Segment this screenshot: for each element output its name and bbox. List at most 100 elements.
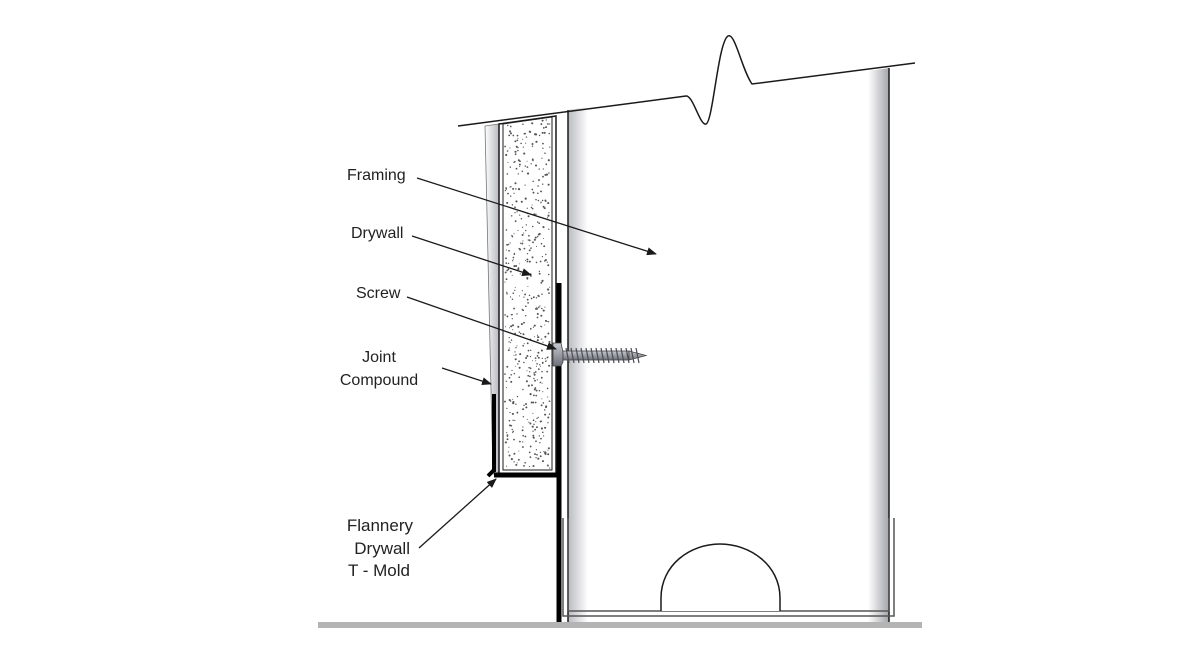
drywall-speck bbox=[532, 464, 535, 468]
drywall-speck bbox=[526, 277, 529, 280]
drywall-speck bbox=[505, 187, 507, 189]
drywall-speck bbox=[547, 447, 550, 450]
drywall-speck bbox=[526, 160, 528, 162]
drywall-speck bbox=[531, 425, 534, 428]
drywall-speck bbox=[547, 321, 550, 323]
drywall-speck bbox=[532, 401, 535, 404]
drywall-speck bbox=[544, 426, 547, 429]
drywall-speck bbox=[511, 298, 514, 300]
drywall-speck bbox=[542, 237, 545, 239]
drywall-speck bbox=[541, 370, 543, 373]
drywall-speck bbox=[541, 293, 543, 296]
screw bbox=[552, 342, 648, 367]
drywall-speck bbox=[512, 259, 514, 261]
drywall-speck bbox=[508, 341, 510, 343]
drywall-speck bbox=[535, 394, 538, 397]
drywall-speck bbox=[530, 163, 532, 165]
drywall-speck bbox=[536, 306, 538, 308]
drywall-speck bbox=[516, 395, 519, 398]
drywall-speck bbox=[506, 292, 508, 295]
drywall-speck bbox=[538, 168, 540, 170]
drywall-speck bbox=[523, 232, 525, 234]
drywall-speck bbox=[508, 134, 511, 137]
drywall-speck bbox=[536, 312, 539, 316]
drywall-speck bbox=[541, 361, 544, 364]
drywall-speck bbox=[512, 401, 515, 404]
drywall-speck bbox=[514, 332, 516, 335]
drywall-speck bbox=[527, 302, 529, 304]
drywall-speck bbox=[533, 326, 535, 328]
drywall-speck bbox=[547, 396, 549, 398]
drywall-speck bbox=[504, 400, 506, 403]
drywall-speck bbox=[549, 146, 551, 148]
drywall-speck bbox=[542, 142, 544, 145]
drywall-speck bbox=[537, 199, 540, 202]
drywall-speck bbox=[519, 214, 521, 216]
drywall-speck bbox=[516, 345, 518, 347]
drywall-speck bbox=[544, 358, 546, 360]
drywall-speck bbox=[508, 376, 511, 379]
drywall-speck bbox=[537, 351, 540, 354]
drywall-leader-arrow bbox=[411, 235, 532, 276]
drywall-speck bbox=[530, 247, 532, 249]
drywall-speck bbox=[535, 421, 537, 423]
drywall-speck bbox=[508, 419, 511, 422]
drywall-speck bbox=[528, 260, 531, 263]
drywall-speck bbox=[504, 145, 506, 148]
drywall-speck bbox=[524, 314, 527, 317]
drywall-speck bbox=[520, 142, 522, 145]
drywall-speck bbox=[512, 419, 514, 421]
drywall-speck bbox=[531, 207, 534, 210]
drywall-speck bbox=[529, 456, 532, 459]
screw-label: Screw bbox=[356, 285, 401, 302]
drywall-speck bbox=[527, 285, 529, 288]
drywall-speck bbox=[538, 134, 541, 137]
drywall-speck bbox=[515, 188, 517, 190]
drywall-speck bbox=[533, 336, 536, 338]
drywall-speck bbox=[517, 149, 519, 152]
drywall-speck bbox=[520, 200, 523, 203]
drywall-speck bbox=[523, 296, 525, 298]
screw-thread bbox=[585, 347, 590, 364]
drywall-speck bbox=[512, 187, 515, 190]
drywall-speck bbox=[512, 256, 515, 259]
drywall-speck bbox=[536, 363, 538, 365]
drywall-speck bbox=[506, 201, 509, 204]
drywall-speck bbox=[509, 242, 511, 244]
drywall-speck bbox=[536, 221, 539, 223]
drywall-speck bbox=[518, 295, 520, 297]
drywall-speck bbox=[547, 217, 549, 219]
drywall-speck bbox=[538, 270, 541, 273]
screw-thread bbox=[630, 347, 635, 364]
drywall-speck bbox=[523, 361, 525, 364]
drywall-speck bbox=[520, 323, 523, 326]
drywall-speck bbox=[546, 320, 548, 323]
drywall-speck bbox=[535, 261, 538, 264]
drywall-speck bbox=[548, 228, 550, 230]
drywall-speck bbox=[536, 235, 539, 238]
drywall-speck bbox=[518, 163, 521, 166]
drywall-speck bbox=[542, 226, 545, 229]
drywall-speck bbox=[513, 233, 515, 235]
drywall-speck bbox=[546, 356, 549, 359]
drywall-speck bbox=[525, 136, 528, 138]
drywall-speck bbox=[528, 466, 530, 468]
drywall-speck bbox=[511, 324, 515, 327]
drywall-speck bbox=[540, 242, 543, 245]
drywall-speck bbox=[514, 160, 516, 163]
knockout-hole bbox=[660, 543, 781, 611]
drywall-speck bbox=[526, 260, 529, 263]
drywall-speck bbox=[539, 381, 542, 384]
framing-leader-arrow bbox=[416, 177, 657, 256]
drywall-speck bbox=[525, 229, 527, 232]
drywall-speck bbox=[505, 229, 508, 231]
drywall-speck bbox=[540, 281, 543, 284]
drywall-speck bbox=[510, 186, 512, 188]
drywall-speck bbox=[542, 309, 545, 312]
drywall-speck bbox=[508, 336, 510, 339]
drywall-speck bbox=[519, 160, 521, 163]
drywall-speck bbox=[505, 278, 508, 281]
drywall-speck bbox=[548, 340, 551, 343]
drywall-speck bbox=[517, 325, 520, 328]
drywall-speck bbox=[534, 453, 536, 456]
